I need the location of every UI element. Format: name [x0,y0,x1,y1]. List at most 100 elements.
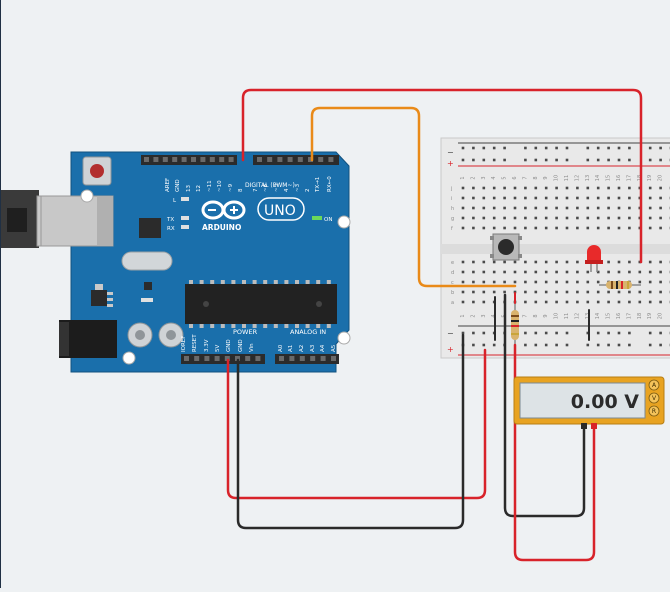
meter-probe-red[interactable] [591,423,597,429]
terminal-hole[interactable] [503,271,506,274]
terminal-hole[interactable] [659,217,662,220]
terminal-hole[interactable] [607,301,610,304]
terminal-hole[interactable] [639,291,642,294]
terminal-hole[interactable] [462,281,465,284]
terminal-hole[interactable] [566,207,569,210]
terminal-hole[interactable] [535,217,538,220]
rail-hole[interactable] [555,147,558,150]
terminal-hole[interactable] [628,197,631,200]
terminal-hole[interactable] [524,291,527,294]
terminal-hole[interactable] [597,197,600,200]
rail-hole[interactable] [597,332,600,335]
terminal-hole[interactable] [566,271,569,274]
terminal-hole[interactable] [555,197,558,200]
terminal-hole[interactable] [535,301,538,304]
terminal-hole[interactable] [618,271,621,274]
rail-hole[interactable] [483,344,486,347]
terminal-hole[interactable] [503,207,506,210]
rail-hole[interactable] [472,344,475,347]
header-pin[interactable] [267,157,272,162]
terminal-hole[interactable] [462,187,465,190]
terminal-hole[interactable] [639,271,642,274]
header-pin[interactable] [279,356,284,361]
rail-hole[interactable] [493,159,496,162]
bottom-header-pins[interactable] [184,356,336,361]
terminal-hole[interactable] [607,291,610,294]
rail-hole[interactable] [607,159,610,162]
terminal-hole[interactable] [503,261,506,264]
terminal-hole[interactable] [535,227,538,230]
terminal-hole[interactable] [524,261,527,264]
terminal-hole[interactable] [503,227,506,230]
rail-hole[interactable] [493,147,496,150]
rail-hole[interactable] [483,147,486,150]
terminal-hole[interactable] [535,261,538,264]
terminal-hole[interactable] [524,301,527,304]
terminal-hole[interactable] [659,227,662,230]
terminal-hole[interactable] [462,207,465,210]
terminal-hole[interactable] [618,187,621,190]
header-pin[interactable] [172,157,177,162]
terminal-hole[interactable] [483,207,486,210]
header-pin[interactable] [321,356,326,361]
terminal-hole[interactable] [649,281,652,284]
terminal-hole[interactable] [493,271,496,274]
terminal-hole[interactable] [472,281,475,284]
rail-hole[interactable] [587,159,590,162]
terminal-hole[interactable] [535,197,538,200]
rail-hole[interactable] [607,344,610,347]
terminal-hole[interactable] [514,217,517,220]
mode-button-a[interactable]: A [649,380,659,390]
terminal-hole[interactable] [493,261,496,264]
terminal-hole[interactable] [472,197,475,200]
terminal-hole[interactable] [566,281,569,284]
rail-hole[interactable] [649,332,652,335]
terminal-hole[interactable] [524,207,527,210]
terminal-hole[interactable] [555,207,558,210]
terminal-hole[interactable] [618,301,621,304]
terminal-hole[interactable] [659,207,662,210]
terminal-hole[interactable] [555,187,558,190]
terminal-hole[interactable] [545,227,548,230]
terminal-hole[interactable] [483,261,486,264]
terminal-hole[interactable] [514,281,517,284]
rail-hole[interactable] [503,159,506,162]
header-pin[interactable] [229,157,234,162]
mode-button-r[interactable]: R [649,406,659,416]
terminal-hole[interactable] [587,281,590,284]
header-pin[interactable] [182,157,187,162]
terminal-hole[interactable] [649,217,652,220]
terminal-hole[interactable] [524,187,527,190]
terminal-hole[interactable] [576,281,579,284]
terminal-hole[interactable] [545,281,548,284]
terminal-hole[interactable] [555,301,558,304]
terminal-hole[interactable] [659,291,662,294]
terminal-hole[interactable] [472,291,475,294]
rail-hole[interactable] [535,147,538,150]
terminal-hole[interactable] [483,197,486,200]
terminal-hole[interactable] [503,281,506,284]
rail-hole[interactable] [535,159,538,162]
rail-hole[interactable] [472,147,475,150]
terminal-hole[interactable] [576,301,579,304]
rail-hole[interactable] [524,344,527,347]
terminal-hole[interactable] [503,187,506,190]
terminal-hole[interactable] [535,281,538,284]
terminal-hole[interactable] [628,301,631,304]
rail-hole[interactable] [566,332,569,335]
terminal-hole[interactable] [587,187,590,190]
header-pin[interactable] [200,157,205,162]
header-pin[interactable] [204,356,209,361]
rail-hole[interactable] [555,332,558,335]
terminal-hole[interactable] [545,207,548,210]
rail-hole[interactable] [483,332,486,335]
rail-hole[interactable] [649,159,652,162]
terminal-hole[interactable] [607,217,610,220]
terminal-hole[interactable] [524,271,527,274]
terminal-hole[interactable] [503,291,506,294]
rail-hole[interactable] [659,159,662,162]
rail-hole[interactable] [462,147,465,150]
header-pin[interactable] [257,157,262,162]
terminal-hole[interactable] [576,271,579,274]
